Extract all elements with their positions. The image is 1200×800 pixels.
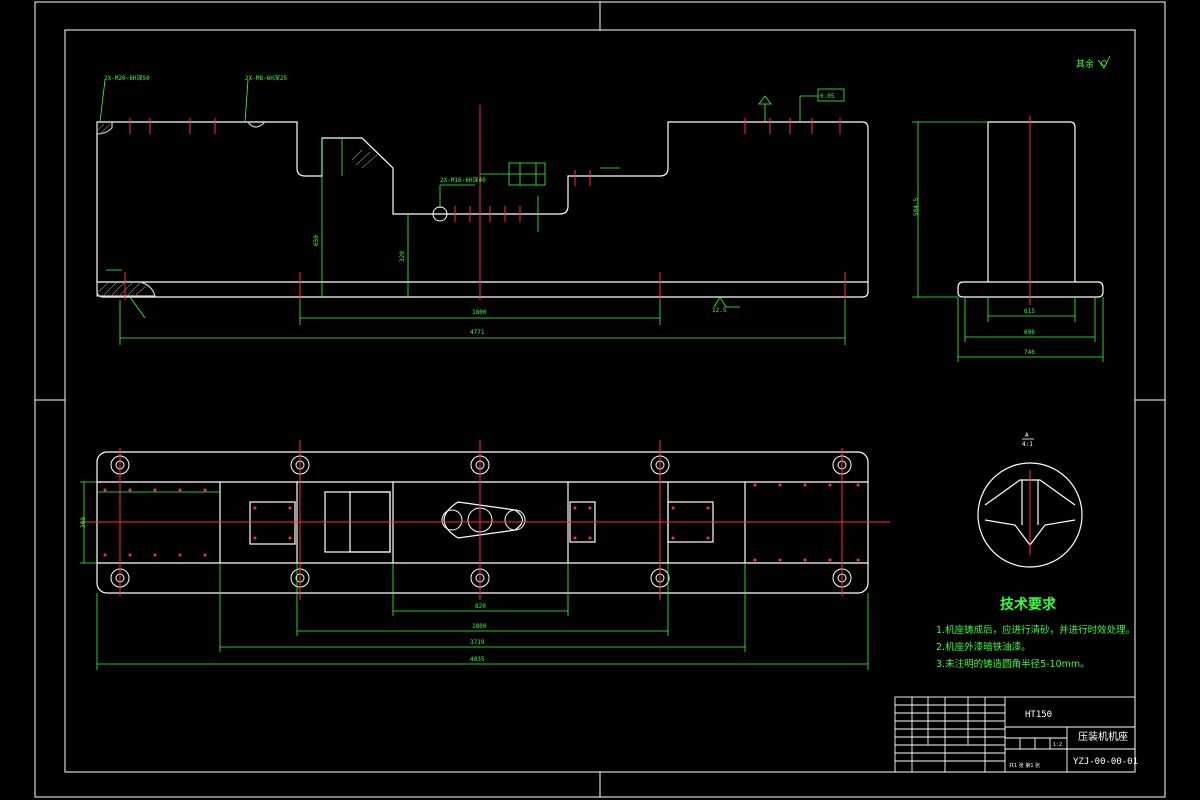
roughness-symbol-circle: [1101, 60, 1107, 66]
svg-text:3719: 3719: [470, 639, 485, 646]
svg-text:2X-M16-6H深40: 2X-M16-6H深40: [440, 176, 486, 184]
svg-text:2X-M20-6H深50: 2X-M20-6H深50: [104, 74, 150, 82]
title-block-drawing-no: YZJ-00-00-01: [1073, 757, 1138, 767]
title-block-material: HT150: [1025, 710, 1052, 720]
roughness-note: 其余: [1076, 58, 1094, 70]
front-view-bore-symbol: [432, 206, 448, 222]
section-detail-view: [977, 462, 1083, 568]
technical-requirement-item: 1.机座铸成后，应进行清砂，并进行时效处理。: [936, 625, 1136, 636]
svg-text:696: 696: [1024, 329, 1035, 336]
svg-text:360: 360: [80, 517, 87, 528]
front-view-hatch: [97, 123, 379, 296]
title-block-sheet-info: 共1 张 第1 张: [1009, 762, 1040, 769]
section-label-scale: 4:1: [1022, 441, 1033, 448]
plan-view-dim-text: 4035 3719 1800 820 360: [80, 517, 487, 663]
svg-text:615: 615: [1024, 308, 1035, 315]
svg-text:820: 820: [475, 603, 486, 610]
side-view-dim-text: 584.5 615 696 746: [913, 198, 1035, 356]
svg-text:0.05: 0.05: [820, 93, 835, 100]
plan-view-dimensions: [80, 481, 869, 670]
technical-requirement-item: 3.未注明的铸造圆角半径5-10mm。: [936, 659, 1090, 670]
front-view-dim-text: 4771 1800 650 320 0.05 12.5 2X-M20-6H深50…: [104, 74, 835, 336]
side-view-dimensions: [912, 121, 1104, 362]
title-block-grid: [894, 696, 1136, 773]
svg-text:4771: 4771: [470, 329, 485, 336]
title-block-scale: 1:2: [1053, 742, 1062, 748]
front-view-dimensions: [99, 79, 846, 345]
svg-text:320: 320: [399, 251, 406, 262]
technical-requirement-item: 2.机座外漆暗铁油漆。: [936, 642, 1031, 653]
svg-text:1800: 1800: [472, 309, 487, 316]
plan-view-small-holes: [103, 483, 860, 562]
svg-text:746: 746: [1024, 349, 1035, 356]
svg-text:650: 650: [313, 235, 320, 246]
title-block-part-name: 压装机机座: [1078, 730, 1128, 743]
technical-requirements-title: 技术要求: [1000, 597, 1056, 613]
svg-text:1800: 1800: [472, 623, 487, 630]
section-label-letter: A: [1025, 432, 1029, 439]
front-view-centerlines: [124, 105, 846, 300]
front-view-outline: [96, 121, 869, 298]
svg-text:12.5: 12.5: [712, 307, 727, 314]
roughness-symbol: [1097, 55, 1111, 69]
plan-view-centerlines: [80, 440, 890, 600]
technical-requirements-list: 1.机座铸成后，应进行清砂，并进行时效处理。 2.机座外漆暗铁油漆。 3.未注明…: [936, 622, 1135, 673]
side-view-outline: [957, 121, 1104, 298]
svg-text:584.5: 584.5: [913, 198, 920, 216]
svg-text:2X-M8-6H深25: 2X-M8-6H深25: [245, 74, 288, 82]
svg-text:4035: 4035: [470, 656, 485, 663]
sheet-border: [34, 1, 1166, 798]
